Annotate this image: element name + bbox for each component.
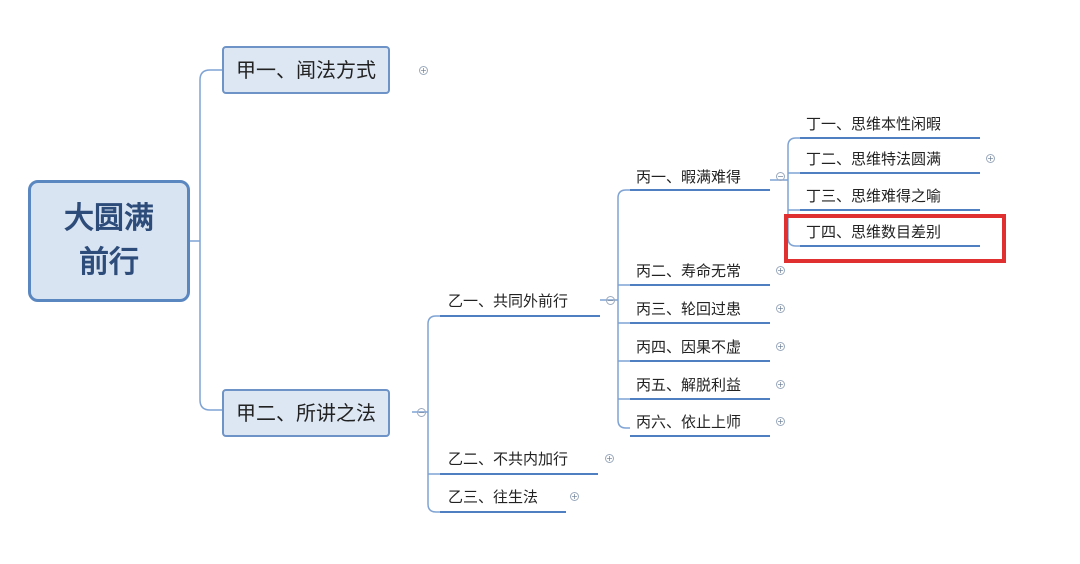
- expand-icon-ding2[interactable]: +: [986, 154, 995, 163]
- node-yi1[interactable]: 乙一、共同外前行: [448, 292, 569, 310]
- root-line-2: 前行: [79, 245, 139, 280]
- collapse-icon-jia2[interactable]: −: [417, 408, 426, 417]
- node-bing1[interactable]: 丙一、暇满难得: [636, 168, 742, 186]
- node-bing4[interactable]: 丙四、因果不虚: [636, 338, 742, 356]
- collapse-icon-bing1[interactable]: −: [776, 172, 785, 181]
- node-ding1[interactable]: 丁一、思维本性闲暇: [806, 115, 942, 133]
- node-yi3[interactable]: 乙三、往生法: [448, 488, 539, 506]
- node-jia2-label: 甲二、所讲之法: [236, 401, 376, 425]
- node-jia1[interactable]: 甲一、闻法方式: [222, 46, 390, 94]
- collapse-icon-yi1[interactable]: −: [606, 296, 615, 305]
- root-line-1: 大圆满: [64, 201, 154, 236]
- node-jia2[interactable]: 甲二、所讲之法: [222, 389, 390, 437]
- expand-icon-bing6[interactable]: +: [776, 417, 785, 426]
- expand-icon-yi3[interactable]: +: [570, 492, 579, 501]
- node-jia1-label: 甲一、闻法方式: [236, 58, 376, 82]
- root-node[interactable]: 大圆满 前行: [28, 180, 190, 302]
- node-yi2[interactable]: 乙二、不共内加行: [448, 450, 569, 468]
- expand-icon-jia1[interactable]: +: [419, 66, 428, 75]
- expand-icon-bing3[interactable]: +: [776, 304, 785, 313]
- node-bing2[interactable]: 丙二、寿命无常: [636, 262, 742, 280]
- node-bing5[interactable]: 丙五、解脱利益: [636, 376, 742, 394]
- expand-icon-bing4[interactable]: +: [776, 342, 785, 351]
- expand-icon-bing5[interactable]: +: [776, 380, 785, 389]
- expand-icon-yi2[interactable]: +: [605, 454, 614, 463]
- highlight-box: [784, 214, 1006, 263]
- expand-icon-bing2[interactable]: +: [776, 266, 785, 275]
- node-bing6[interactable]: 丙六、依止上师: [636, 413, 742, 431]
- node-ding2[interactable]: 丁二、思维特法圆满: [806, 150, 942, 168]
- node-ding3[interactable]: 丁三、思维难得之喻: [806, 187, 942, 205]
- node-ding4[interactable]: 丁四、思维数目差别: [806, 223, 942, 241]
- node-bing3[interactable]: 丙三、轮回过患: [636, 300, 742, 318]
